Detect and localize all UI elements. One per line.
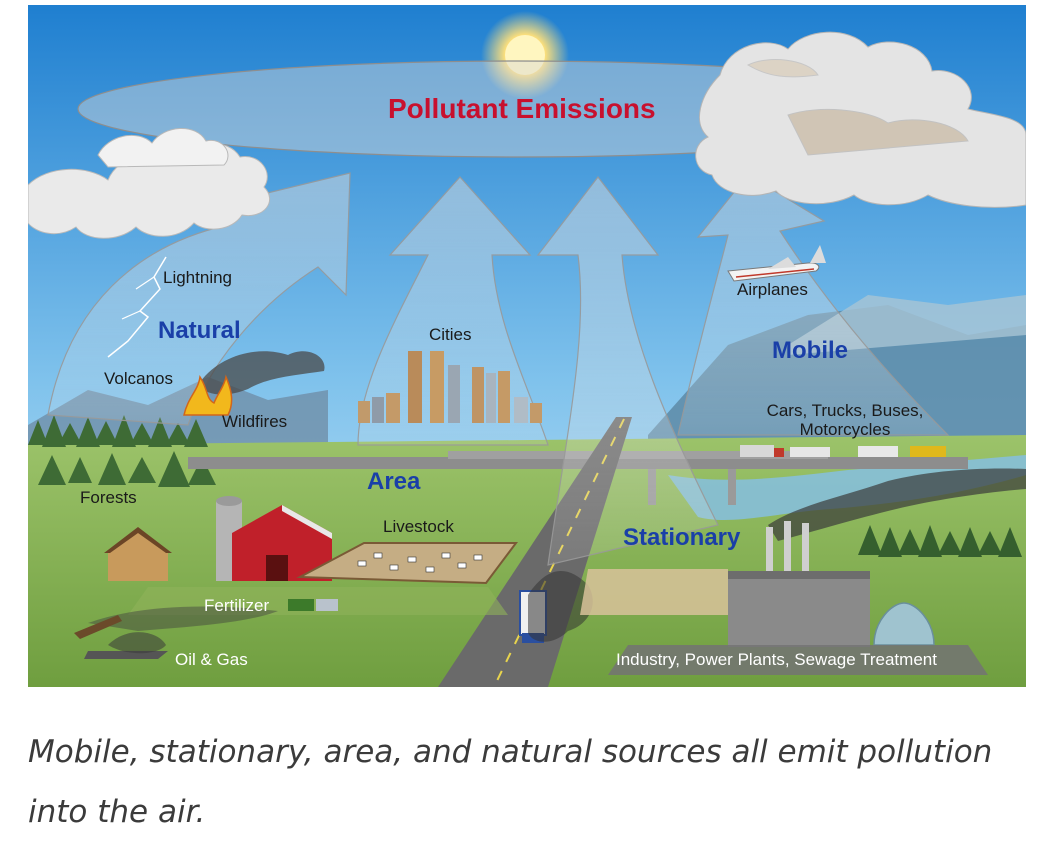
airplane-icon (727, 245, 826, 282)
cloud-left (28, 128, 270, 239)
pollution-sources-diagram: Pollutant Emissions Natural Area Mobile … (28, 5, 1026, 687)
wildfire-icon (183, 374, 233, 416)
bus (858, 446, 898, 457)
power-plant (728, 577, 870, 647)
overpass-pillar (728, 469, 736, 505)
label-oil-gas: Oil & Gas (175, 650, 248, 669)
label-airplanes: Airplanes (737, 280, 808, 299)
label-vehicles-line2: Motorcycles (799, 419, 891, 439)
oil-smoke (108, 632, 166, 654)
figure-caption: Mobile, stationary, area, and natural so… (28, 734, 993, 830)
power-plant-roof (728, 571, 870, 579)
barn-roof (282, 505, 332, 539)
cloud-right (695, 31, 1026, 208)
label-volcanos: Volcanos (104, 369, 173, 388)
tractor-icon (288, 599, 314, 611)
label-vehicles: Cars, Trucks, Buses, Motorcycles (740, 401, 950, 439)
diagram-title: Pollutant Emissions (388, 93, 656, 124)
factory-smoke (768, 468, 1026, 541)
arrow-stationary (536, 176, 719, 566)
farmhouse-roof (104, 527, 172, 553)
sun-core (505, 35, 545, 75)
truck-cab (774, 448, 784, 457)
label-lightning: Lightning (163, 268, 233, 287)
truck (790, 447, 830, 457)
truck-exhaust (528, 571, 593, 642)
sewage-dome (873, 602, 935, 646)
label-industry: Industry, Power Plants, Sewage Treatment (616, 650, 937, 669)
arrow-mobile (677, 174, 950, 436)
tree-line-left (28, 415, 216, 487)
school-bus (910, 446, 946, 457)
category-area: Area (367, 468, 421, 495)
oil-pump-icon (74, 615, 122, 639)
category-stationary: Stationary (623, 524, 741, 551)
cattle (357, 552, 483, 573)
label-wildfires: Wildfires (222, 412, 288, 431)
tree-line-right (858, 525, 1022, 557)
factory-lot (580, 569, 728, 615)
oil-pump-base (84, 651, 168, 659)
label-vehicles-line1: Cars, Trucks, Buses, (766, 401, 924, 420)
smoke-plume (198, 351, 325, 395)
lightning-branch (121, 276, 155, 320)
truck (740, 445, 774, 457)
livestock-corral (296, 542, 518, 585)
city-skyline (358, 351, 542, 423)
smokestack (766, 527, 773, 577)
tractor-tank (316, 599, 338, 611)
label-livestock: Livestock (383, 517, 454, 536)
factory-ground (608, 645, 988, 675)
label-fertilizer: Fertilizer (204, 596, 270, 615)
river (668, 455, 1026, 520)
label-forests: Forests (80, 488, 137, 507)
category-natural: Natural (158, 317, 241, 344)
diagram-illustration (28, 5, 1026, 687)
barn-door (266, 555, 288, 581)
smokestack (784, 521, 791, 577)
smokestack (802, 523, 809, 577)
silo-cap (216, 496, 242, 506)
label-cities: Cities (429, 325, 472, 344)
category-mobile: Mobile (772, 337, 848, 364)
tractor-exhaust (88, 606, 278, 631)
